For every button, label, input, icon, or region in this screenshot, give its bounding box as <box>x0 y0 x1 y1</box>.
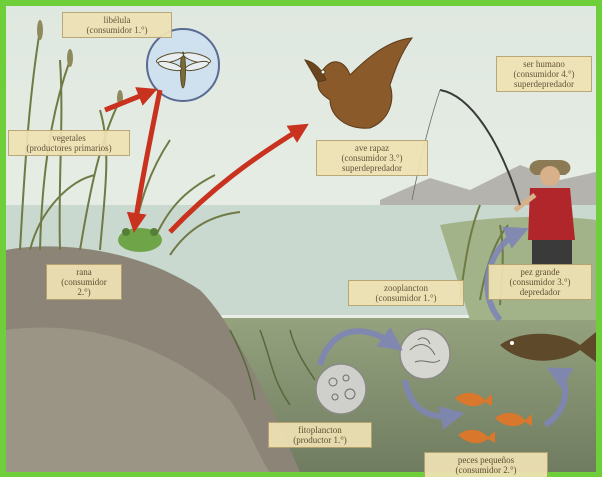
label-zooplancton-line1: zooplancton <box>352 283 460 293</box>
label-rana-line3: 2.°) <box>50 287 118 297</box>
label-pez-grande-line3: depredador <box>492 287 588 297</box>
label-fitoplancton-line2: (productor 1.°) <box>272 435 368 445</box>
label-vegetales-line2: (productores primarios) <box>12 143 126 153</box>
label-ave-rapaz-line3: superdepredador <box>320 163 424 173</box>
label-rana-line1: rana <box>50 267 118 277</box>
label-vegetales: vegetales (productores primarios) <box>8 130 130 156</box>
frog-icon <box>118 228 162 252</box>
label-ser-humano-line3: superdepredador <box>500 79 588 89</box>
label-pez-grande: pez grande (consumidor 3.°) depredador <box>488 264 592 300</box>
label-peces-pequenos: peces pequeños (consumidor 2.°) <box>424 452 548 477</box>
label-vegetales-line1: vegetales <box>12 133 126 143</box>
label-ser-humano: ser humano (consumidor 4.°) superdepreda… <box>496 56 592 92</box>
label-zooplancton-line2: (consumidor 1.°) <box>352 293 460 303</box>
label-zooplancton: zooplancton (consumidor 1.°) <box>348 280 464 306</box>
label-ave-rapaz-line1: ave rapaz <box>320 143 424 153</box>
label-fitoplancton: fitoplancton (productor 1.°) <box>268 422 372 448</box>
label-fitoplancton-line1: fitoplancton <box>272 425 368 435</box>
label-ser-humano-line2: (consumidor 4.°) <box>500 69 588 79</box>
label-libelula: libélula (consumidor 1.°) <box>62 12 172 38</box>
label-rana: rana (consumidor 2.°) <box>46 264 122 300</box>
label-ser-humano-line1: ser humano <box>500 59 588 69</box>
label-pez-grande-line2: (consumidor 3.°) <box>492 277 588 287</box>
label-ave-rapaz: ave rapaz (consumidor 3.°) superdepredad… <box>316 140 428 176</box>
label-libelula-line2: (consumidor 1.°) <box>66 25 168 35</box>
label-pez-grande-line1: pez grande <box>492 267 588 277</box>
label-peces-pequenos-line2: (consumidor 2.°) <box>428 465 544 475</box>
zooplankton-circle <box>400 329 450 379</box>
label-ave-rapaz-line2: (consumidor 3.°) <box>320 153 424 163</box>
phytoplankton-circle <box>316 364 366 414</box>
label-peces-pequenos-line1: peces pequeños <box>428 455 544 465</box>
label-libelula-line1: libélula <box>66 15 168 25</box>
label-rana-line2: (consumidor <box>50 277 118 287</box>
